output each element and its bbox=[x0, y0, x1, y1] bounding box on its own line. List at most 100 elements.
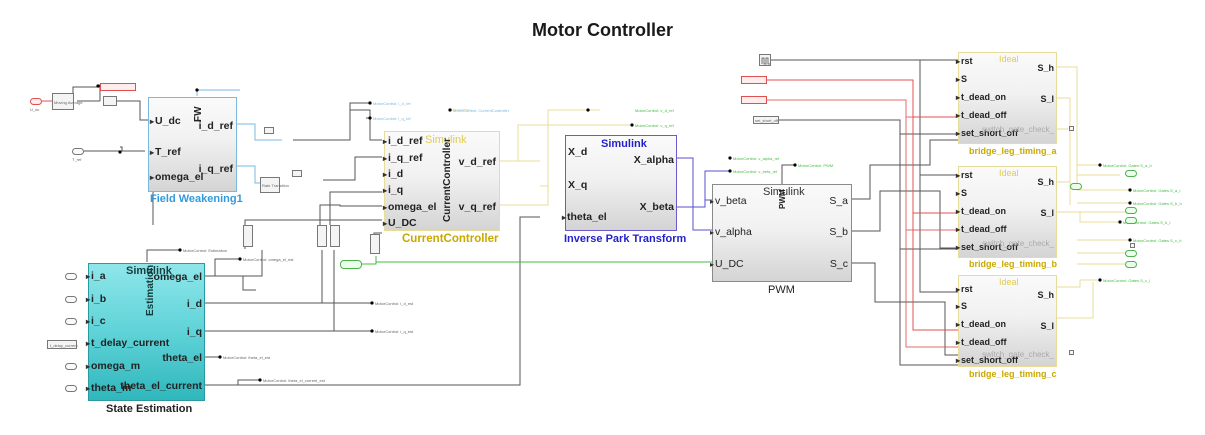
se-out-theta-el[interactable]: theta_el bbox=[162, 352, 202, 364]
bridge-a-out-sl[interactable]: S_l bbox=[1040, 94, 1054, 104]
moving-average-block[interactable]: Moving Average bbox=[52, 93, 83, 110]
from-tag-udc[interactable] bbox=[340, 260, 362, 269]
cc-in-idref[interactable]: i_d_ref bbox=[383, 135, 422, 147]
bridge-a-in-tdead-off[interactable]: t_dead_off bbox=[956, 110, 1007, 120]
ip-out-xbeta[interactable]: X_beta bbox=[639, 201, 674, 213]
inverse-park-block[interactable]: Simulink X_d X_q theta_el X_alpha X_beta bbox=[565, 135, 677, 231]
state-estimation-block[interactable]: Simulink Estimation i_a i_b i_c t_delay_… bbox=[88, 263, 205, 401]
pwm-block[interactable]: Simulink PWM v_beta v_alpha U_DC S_a S_b… bbox=[712, 184, 852, 282]
bridge-c-out-sh[interactable]: S_h bbox=[1037, 290, 1054, 300]
field-weakening-block[interactable]: U_dc T_ref omega_el i_d_ref i_q_ref FW bbox=[148, 97, 237, 192]
se-out-theta-el-current[interactable]: theta_el_current bbox=[120, 380, 202, 392]
pulse-generator-block[interactable] bbox=[759, 54, 771, 66]
from-tag-tdead-off[interactable] bbox=[741, 96, 767, 104]
outport-gate-3[interactable] bbox=[1125, 207, 1137, 214]
se-out-omega-el[interactable]: omega_el bbox=[153, 271, 202, 283]
se-out-iq[interactable]: i_q bbox=[186, 326, 202, 338]
from-tag-tdead-on[interactable] bbox=[741, 76, 767, 84]
constant-block-2[interactable] bbox=[292, 170, 302, 177]
current-controller-block[interactable]: Simulink i_d_ref i_q_ref i_d i_q omega_e… bbox=[384, 131, 500, 231]
bridge-c-out-sl[interactable]: S_l bbox=[1040, 321, 1054, 331]
pwm-out-sb[interactable]: S_b bbox=[829, 226, 848, 238]
bridge-a-in-set-short-off[interactable]: set_short_off bbox=[956, 128, 1018, 138]
se-in-omega-m[interactable]: omega_m bbox=[86, 360, 140, 372]
bridge-leg-b-block[interactable]: Ideal rst S t_dead_on t_dead_off set_sho… bbox=[958, 166, 1057, 258]
pwm-in-udc[interactable]: U_DC bbox=[710, 258, 744, 270]
cc-in-iq[interactable]: i_q bbox=[383, 184, 403, 196]
pwm-in-vbeta[interactable]: v_beta bbox=[710, 195, 747, 207]
bridge-a-out-gate-check[interactable]: switch_gate_check_ bbox=[981, 125, 1054, 134]
bridge-c-in-tdead-on[interactable]: t_dead_on bbox=[956, 319, 1006, 329]
bridge-b-out-sh[interactable]: S_h bbox=[1037, 177, 1054, 187]
ip-in-theta-el[interactable]: theta_el bbox=[562, 211, 607, 223]
fw-in-omega-el[interactable]: omega_el bbox=[150, 171, 203, 183]
bridge-a-in-rst[interactable]: rst bbox=[956, 56, 973, 66]
cc-out-vdref[interactable]: v_d_ref bbox=[458, 156, 496, 168]
outport-gate-2[interactable] bbox=[1125, 170, 1137, 177]
se-in-theta-m[interactable]: theta_m bbox=[86, 382, 131, 394]
outport-gate-5[interactable] bbox=[1125, 250, 1137, 257]
demux-block-2[interactable] bbox=[317, 225, 327, 247]
bridge-b-out-sl[interactable]: S_l bbox=[1040, 208, 1054, 218]
bridge-c-in-s[interactable]: S bbox=[956, 301, 967, 311]
bridge-a-in-s[interactable]: S bbox=[956, 74, 967, 84]
cc-in-id[interactable]: i_d bbox=[383, 168, 403, 180]
bridge-b-in-tdead-on[interactable]: t_dead_on bbox=[956, 206, 1006, 216]
fw-in-udc[interactable]: U_dc bbox=[150, 115, 181, 127]
terminator-a[interactable] bbox=[1069, 126, 1074, 131]
demux-block-4[interactable] bbox=[370, 234, 380, 254]
bridge-b-in-s[interactable]: S bbox=[956, 188, 967, 198]
cc-in-udc[interactable]: U_DC bbox=[383, 217, 417, 229]
pwm-out-sc[interactable]: S_c bbox=[829, 258, 848, 270]
ip-in-xq[interactable]: X_q bbox=[568, 179, 588, 191]
terminator-c[interactable] bbox=[1069, 350, 1074, 355]
t-delay-current-const[interactable]: t_delay_current bbox=[47, 340, 78, 349]
outport-gate-6[interactable] bbox=[1125, 261, 1137, 268]
fw-in-tref[interactable]: T_ref bbox=[150, 146, 181, 158]
cc-in-omega-el[interactable]: omega_el bbox=[383, 201, 436, 213]
rate-transition-block-udc[interactable] bbox=[103, 96, 117, 106]
outport-gate-4[interactable] bbox=[1125, 217, 1137, 224]
pwm-in-valpha[interactable]: v_alpha bbox=[710, 226, 752, 238]
inport-ia[interactable] bbox=[65, 273, 77, 280]
bridge-leg-a-block[interactable]: Ideal rst S t_dead_on t_dead_off set_sho… bbox=[958, 52, 1057, 144]
inport-omega-m[interactable] bbox=[65, 363, 77, 370]
se-in-ia[interactable]: i_a bbox=[86, 270, 106, 282]
rate-transition-block[interactable]: Rate Transition bbox=[260, 177, 289, 193]
set-short-off-const[interactable]: set_short_off bbox=[753, 116, 779, 124]
inport-udc[interactable] bbox=[30, 98, 42, 105]
bridge-b-in-tdead-off[interactable]: t_dead_off bbox=[956, 224, 1007, 234]
inport-theta-m[interactable] bbox=[65, 385, 77, 392]
pwm-out-sa[interactable]: S_a bbox=[829, 195, 848, 207]
bridge-leg-c-block[interactable]: Ideal rst S t_dead_on t_dead_off set_sho… bbox=[958, 275, 1057, 367]
bridge-c-in-tdead-off[interactable]: t_dead_off bbox=[956, 337, 1007, 347]
goto-tag-udc[interactable] bbox=[100, 83, 136, 91]
cc-in-iqref[interactable]: i_q_ref bbox=[383, 152, 422, 164]
fw-out-iqref[interactable]: i_q_ref bbox=[198, 163, 233, 175]
bridge-a-out-sh[interactable]: S_h bbox=[1037, 63, 1054, 73]
terminator-b[interactable] bbox=[1130, 243, 1135, 248]
fw-out-idref[interactable]: i_d_ref bbox=[198, 120, 233, 132]
inport-tref[interactable] bbox=[72, 148, 84, 155]
ip-out-xalpha[interactable]: X_alpha bbox=[633, 154, 674, 166]
ip-in-xd[interactable]: X_d bbox=[568, 146, 588, 158]
bridge-b-in-set-short-off[interactable]: set_short_off bbox=[956, 242, 1018, 252]
inport-ic[interactable] bbox=[65, 318, 77, 325]
outport-gate-1[interactable] bbox=[1070, 183, 1082, 190]
bridge-c-out-gate-check[interactable]: switch_gate_check_ bbox=[981, 350, 1054, 359]
bridge-b-out-gate-check[interactable]: switch_gate_check_ bbox=[981, 239, 1054, 248]
cc-out-vqref[interactable]: v_q_ref bbox=[458, 201, 496, 213]
se-in-t-delay-current[interactable]: t_delay_current bbox=[86, 337, 169, 349]
constant-block-1[interactable] bbox=[264, 127, 274, 134]
se-in-ic[interactable]: i_c bbox=[86, 315, 106, 327]
bridge-a-in-tdead-on[interactable]: t_dead_on bbox=[956, 92, 1006, 102]
se-in-ib[interactable]: i_b bbox=[86, 293, 106, 305]
inport-ib[interactable] bbox=[65, 296, 77, 303]
bridge-b-in-rst[interactable]: rst bbox=[956, 170, 973, 180]
demux-block-1[interactable] bbox=[243, 225, 253, 247]
demux-block-3[interactable] bbox=[330, 225, 340, 247]
bridge-c-in-set-short-off[interactable]: set_short_off bbox=[956, 355, 1018, 365]
bridge-c-in-rst[interactable]: rst bbox=[956, 284, 973, 294]
se-out-id[interactable]: i_d bbox=[186, 298, 202, 310]
